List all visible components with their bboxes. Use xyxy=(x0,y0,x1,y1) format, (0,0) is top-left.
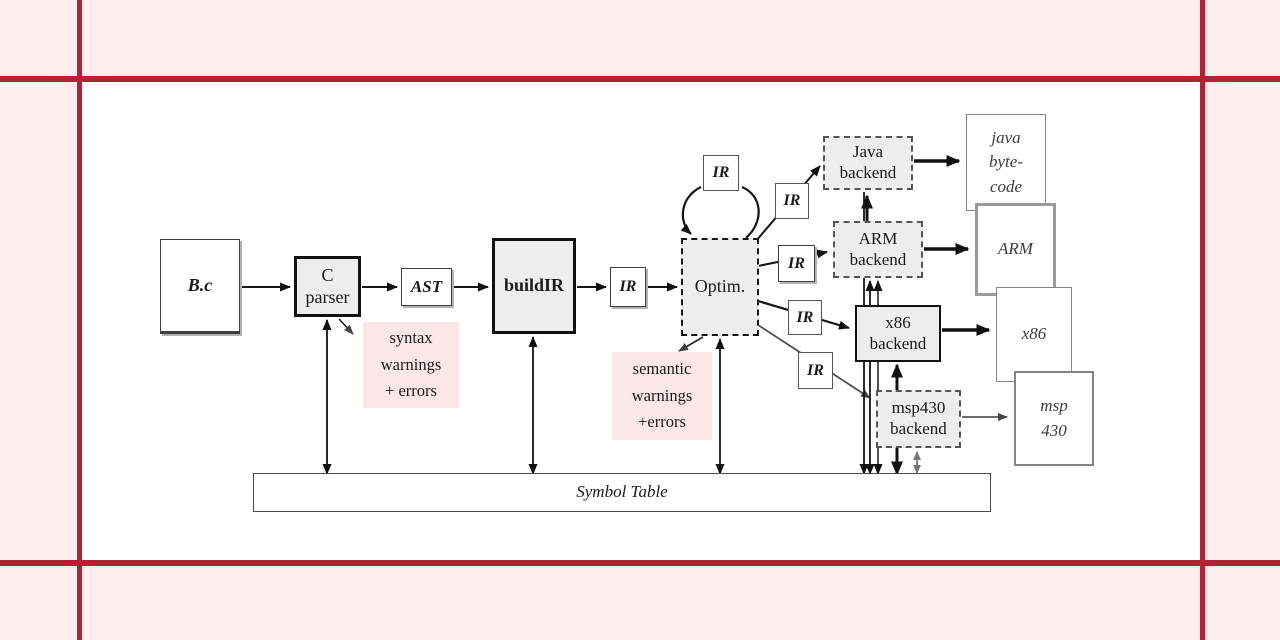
node-c-parser: C parser xyxy=(294,256,361,317)
ir-arm-label: IR xyxy=(788,254,805,272)
ast-label: AST xyxy=(410,276,443,296)
node-buildir: buildIR xyxy=(492,238,576,334)
ir-java-label: IR xyxy=(783,192,801,210)
semantic-note-line3: +errors xyxy=(638,412,686,432)
java-backend-line2: backend xyxy=(839,163,897,182)
node-optimizer: Optim. xyxy=(681,238,759,336)
node-ir-loop: IR xyxy=(703,155,739,191)
buildir-label: buildIR xyxy=(503,275,565,296)
semantic-note-line2: warnings xyxy=(631,385,693,405)
arm-backend-line2: backend xyxy=(849,249,907,269)
node-arm-backend: ARM backend xyxy=(833,221,923,278)
node-source-file: B.c xyxy=(160,239,240,334)
java-bytecode-line1: java xyxy=(991,127,1021,147)
syntax-note-line3: + errors xyxy=(385,381,437,401)
output-msp430: msp 430 xyxy=(1014,371,1094,466)
node-ir-pipeline: IR xyxy=(610,267,646,307)
msp430-backend-line1: msp430 xyxy=(891,398,946,418)
ir-pipeline-label: IR xyxy=(619,278,637,296)
c-parser-label-line1: C xyxy=(321,264,334,285)
backend-output-arrows xyxy=(914,155,1008,421)
x86-backend-line2: backend xyxy=(869,333,927,353)
syntax-note-line2: warnings xyxy=(380,354,442,374)
note-syntax-warnings: syntax warnings + errors xyxy=(363,322,459,408)
node-java-backend: Java backend xyxy=(823,136,913,190)
warning-arrows xyxy=(338,318,704,352)
node-ir-to-msp430: IR xyxy=(798,352,833,389)
arm-backend-line1: ARM xyxy=(858,228,898,248)
node-ir-to-java: IR xyxy=(775,183,809,219)
semantic-note-line1: semantic xyxy=(632,358,692,378)
frame-rule-right xyxy=(1200,0,1205,640)
node-ast: AST xyxy=(401,268,452,306)
x86-backend-line1: x86 xyxy=(885,312,911,332)
node-ir-to-x86: IR xyxy=(788,300,822,335)
c-parser-label-line2: parser xyxy=(305,286,350,307)
note-semantic-warnings: semantic warnings +errors xyxy=(612,352,712,440)
output-java-bytecode: java byte- code xyxy=(966,114,1046,211)
symbol-table-label: Symbol Table xyxy=(576,482,668,502)
arm-output-label: ARM xyxy=(998,239,1033,259)
msp430-output-line2: 430 xyxy=(1041,420,1067,440)
syntax-note-line1: syntax xyxy=(389,327,433,347)
node-source-label: B.c xyxy=(187,274,213,295)
frame-rule-left xyxy=(77,0,82,640)
node-x86-backend: x86 backend xyxy=(855,305,941,362)
ir-x86-label: IR xyxy=(796,308,814,326)
frame-rule-bottom xyxy=(0,560,1280,566)
java-bytecode-line3: code xyxy=(989,176,1023,196)
output-x86: x86 xyxy=(996,287,1072,382)
symbol-table-arrows xyxy=(322,319,725,475)
java-bytecode-line2: byte- xyxy=(989,152,1023,172)
optimizer-label: Optim. xyxy=(694,276,746,297)
java-backend-line1: Java xyxy=(852,142,884,162)
msp430-output-line1: msp xyxy=(1040,395,1068,415)
node-msp430-backend: msp430 backend xyxy=(876,390,961,448)
frame-rule-top xyxy=(0,76,1280,82)
x86-output-label: x86 xyxy=(1021,324,1047,344)
msp430-backend-line2: backend xyxy=(890,419,947,438)
node-ir-to-arm: IR xyxy=(778,245,815,282)
optimizer-loop xyxy=(680,185,760,239)
ir-loop-label: IR xyxy=(712,164,730,182)
ir-msp430-label: IR xyxy=(807,361,824,379)
output-arm: ARM xyxy=(975,203,1056,296)
node-symbol-table: Symbol Table xyxy=(253,473,991,512)
